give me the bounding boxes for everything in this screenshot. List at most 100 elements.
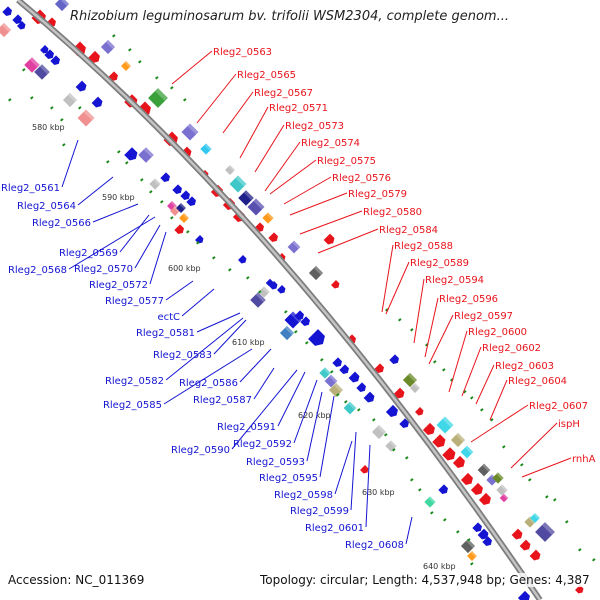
gene-label-text[interactable]: Rleg2_0571: [269, 103, 328, 114]
gene-label-text[interactable]: Rleg2_0565: [237, 70, 296, 81]
gene-arrow[interactable]: [172, 184, 183, 195]
forward-gene-label[interactable]: Rleg2_0573: [254, 121, 344, 173]
gene-feature[interactable]: [371, 424, 387, 440]
reverse-gene-label[interactable]: Rleg2_0577: [105, 280, 194, 307]
gene-label-text[interactable]: Rleg2_0573: [285, 121, 344, 132]
gene-feature[interactable]: [308, 265, 324, 281]
gene-label-text[interactable]: Rleg2_0607: [529, 401, 588, 412]
gene-label-text[interactable]: Rleg2_0589: [410, 258, 469, 269]
gene-arrow[interactable]: [294, 310, 305, 321]
gene-feature[interactable]: [467, 551, 477, 561]
gene-arrow[interactable]: [186, 196, 197, 207]
gene-arrow[interactable]: [332, 357, 343, 368]
reverse-gene-label[interactable]: Rleg2_0598: [274, 440, 353, 501]
gene-label-text[interactable]: Rleg2_0599: [290, 506, 349, 517]
forward-gene-label[interactable]: ispH: [510, 419, 580, 469]
gene-label-text[interactable]: Rleg2_0577: [105, 296, 164, 307]
gene-arrow[interactable]: [160, 172, 171, 183]
gene-label-text[interactable]: Rleg2_0576: [332, 173, 391, 184]
gene-feature[interactable]: [402, 372, 418, 388]
gene-arrow[interactable]: [478, 492, 493, 507]
reverse-gene-label[interactable]: Rleg2_0569: [59, 214, 150, 259]
gene-label-text[interactable]: rnhA: [572, 454, 596, 465]
gene-label-text[interactable]: Rleg2_0602: [482, 343, 541, 354]
gene-feature[interactable]: [262, 212, 274, 224]
gene-label-text[interactable]: Rleg2_0567: [254, 88, 313, 99]
gene-feature[interactable]: [229, 175, 247, 193]
gene-arrow[interactable]: [323, 233, 337, 247]
gene-label-text[interactable]: ispH: [558, 419, 580, 430]
gene-feature[interactable]: [343, 401, 357, 415]
forward-gene-label[interactable]: Rleg2_0579: [289, 189, 407, 216]
gene-label-text[interactable]: Rleg2_0598: [274, 490, 333, 501]
gene-label-text[interactable]: Rleg2_0580: [363, 207, 422, 218]
gene-arrow[interactable]: [174, 224, 185, 235]
gene-arrow[interactable]: [50, 55, 61, 66]
gene-arrow[interactable]: [432, 434, 448, 450]
reverse-gene-label[interactable]: Rleg2_0564: [17, 176, 114, 212]
gene-arrow[interactable]: [374, 363, 385, 374]
gene-arrow[interactable]: [472, 522, 483, 533]
gene-label-text[interactable]: Rleg2_0588: [394, 241, 453, 252]
reverse-gene-label[interactable]: Rleg2_0591: [217, 371, 306, 433]
gene-feature[interactable]: [324, 374, 338, 388]
forward-gene-label[interactable]: Rleg2_0565: [196, 70, 296, 124]
forward-gene-label[interactable]: Rleg2_0589: [385, 258, 469, 315]
gene-arrow[interactable]: [268, 232, 279, 243]
gene-arrow[interactable]: [438, 484, 449, 495]
gene-arrow[interactable]: [529, 549, 543, 563]
gene-arrow[interactable]: [460, 472, 475, 487]
gene-arrow[interactable]: [44, 49, 55, 60]
gene-label-text[interactable]: Rleg2_0603: [495, 361, 554, 372]
gene-feature[interactable]: [535, 522, 555, 542]
gene-arrow[interactable]: [422, 422, 437, 437]
gene-arrow[interactable]: [393, 387, 407, 401]
gene-arrow[interactable]: [482, 536, 493, 547]
forward-gene-label[interactable]: Rleg2_0571: [239, 103, 328, 159]
gene-label-text[interactable]: Rleg2_0586: [179, 378, 238, 389]
gene-label-text[interactable]: Rleg2_0568: [8, 265, 67, 276]
forward-gene-label[interactable]: Rleg2_0576: [283, 173, 391, 205]
gene-label-text[interactable]: Rleg2_0574: [301, 138, 360, 149]
forward-gene-label[interactable]: Rleg2_0567: [222, 88, 313, 134]
gene-label-text[interactable]: Rleg2_0597: [454, 311, 513, 322]
reverse-gene-label[interactable]: Rleg2_0590: [171, 369, 298, 456]
gene-arrow[interactable]: [389, 354, 400, 365]
forward-gene-label[interactable]: Rleg2_0603: [475, 361, 554, 405]
gene-label-text[interactable]: Rleg2_0596: [439, 294, 498, 305]
gene-arrow[interactable]: [308, 329, 328, 349]
gene-label-text[interactable]: Rleg2_0591: [217, 422, 276, 433]
gene-feature[interactable]: [181, 123, 199, 141]
gene-label-text[interactable]: Rleg2_0572: [89, 280, 148, 291]
forward-gene-label[interactable]: Rleg2_0563: [171, 47, 272, 85]
reverse-gene-label[interactable]: Rleg2_0586: [179, 348, 272, 389]
gene-arrow[interactable]: [363, 391, 377, 405]
forward-gene-label[interactable]: Rleg2_0575: [269, 156, 376, 195]
reverse-gene-label[interactable]: Rleg2_0599: [290, 431, 357, 517]
gene-label-text[interactable]: Rleg2_0564: [17, 201, 76, 212]
reverse-gene-label[interactable]: Rleg2_0583: [153, 319, 247, 361]
reverse-gene-label[interactable]: Rleg2_0566: [32, 203, 139, 229]
gene-label-text[interactable]: Rleg2_0594: [425, 275, 484, 286]
gene-feature[interactable]: [499, 493, 509, 503]
forward-gene-label[interactable]: Rleg2_0604: [489, 376, 567, 421]
forward-gene-label[interactable]: Rleg2_0607: [470, 401, 588, 443]
gene-feature[interactable]: [200, 143, 212, 155]
gene-feature[interactable]: [121, 61, 131, 71]
reverse-gene-label[interactable]: ectC: [157, 288, 215, 323]
reverse-gene-label[interactable]: Rleg2_0572: [89, 231, 167, 291]
gene-arrow[interactable]: [517, 590, 532, 600]
gene-arrow[interactable]: [442, 447, 458, 463]
gene-label-text[interactable]: Rleg2_0585: [103, 400, 162, 411]
gene-arrow[interactable]: [331, 280, 341, 290]
gene-label-text[interactable]: Rleg2_0582: [105, 376, 164, 387]
reverse-gene-label[interactable]: Rleg2_0601: [305, 444, 371, 534]
reverse-gene-label[interactable]: Rleg2_0608: [345, 516, 413, 551]
gene-feature[interactable]: [436, 416, 454, 434]
gene-arrow[interactable]: [265, 278, 274, 287]
gene-feature[interactable]: [77, 109, 95, 127]
gene-label-text[interactable]: Rleg2_0575: [317, 156, 376, 167]
gene-feature[interactable]: [100, 39, 116, 55]
gene-arrow[interactable]: [124, 147, 140, 163]
